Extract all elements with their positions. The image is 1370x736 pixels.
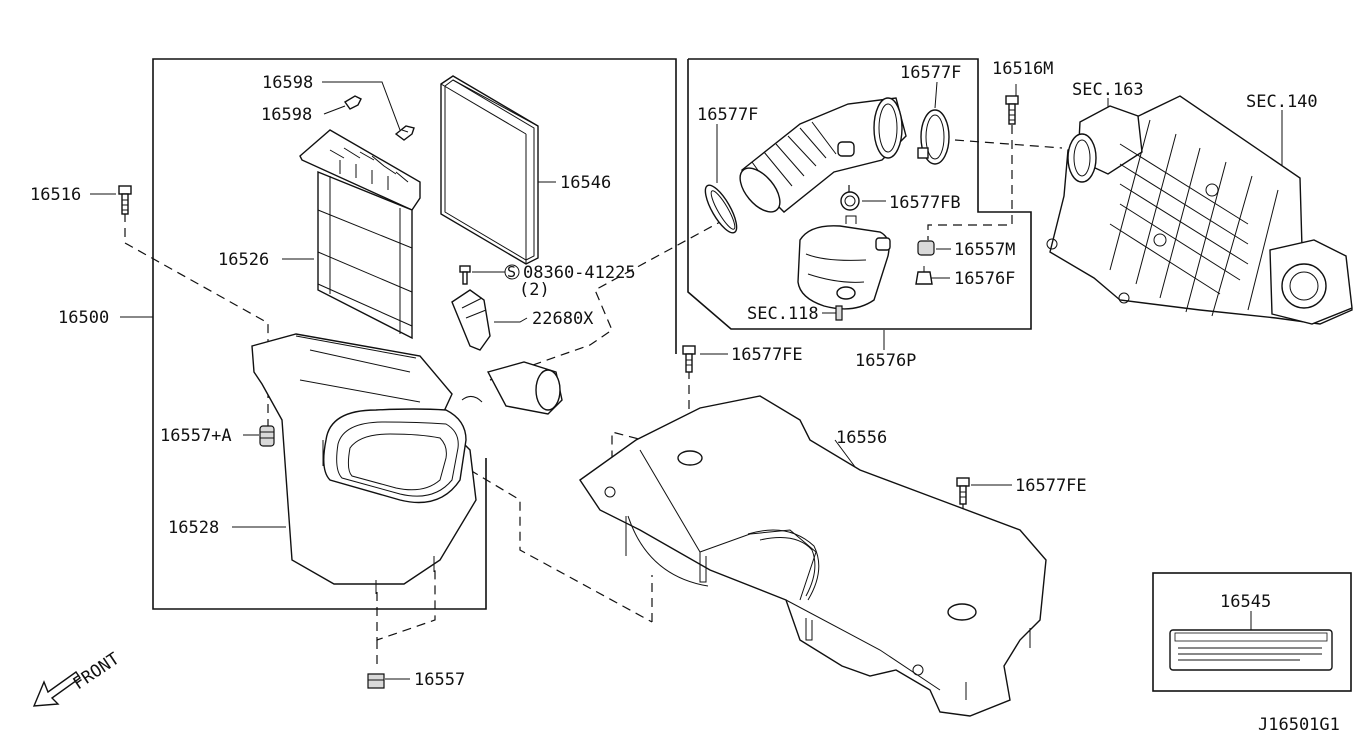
bolt-16516-icon — [118, 185, 132, 215]
callout-08360-prefix: S — [507, 263, 516, 281]
air-duct-bellows-icon — [739, 97, 907, 213]
callout-16557M: 16557M — [954, 240, 1015, 260]
mass-air-flow-sensor-22680X-icon — [451, 289, 491, 351]
air-filter-element-16546-icon — [440, 75, 539, 265]
callout-16546: 16546 — [560, 173, 611, 193]
clip-16598-lower-icon — [343, 95, 362, 110]
screw-08360-icon — [459, 265, 471, 285]
callout-16545: 16545 — [1220, 592, 1271, 612]
callout-16516: 16516 — [30, 185, 81, 205]
air-duct-group-frame — [687, 58, 1032, 330]
hose-clamp-16577F-left-icon — [704, 184, 738, 234]
callout-16557A: 16557+A — [160, 426, 232, 446]
clip-16598-upper-icon — [394, 125, 415, 141]
callout-16576F: 16576F — [954, 269, 1015, 289]
grommet-16557-icon — [367, 673, 385, 689]
grommet-16557M-icon — [917, 240, 935, 256]
callout-sec140: SEC.140 — [1246, 92, 1318, 112]
bolt-16577FE-lower-icon — [956, 477, 970, 505]
screw-symbol-circle-icon — [504, 264, 520, 280]
front-label: FRONT — [70, 649, 124, 694]
clamp-16577FB-icon — [840, 191, 860, 211]
callout-16598-lower: 16598 — [261, 105, 312, 125]
hose-clamp-16577F-right-icon — [917, 109, 950, 165]
callout-08360-qty: (2) — [519, 280, 550, 300]
callout-08360: 08360-41225 — [523, 263, 636, 283]
callout-16528: 16528 — [168, 518, 219, 538]
resonator-16576P-icon — [797, 215, 891, 321]
front-arrow-icon — [32, 671, 81, 707]
callout-16556: 16556 — [836, 428, 887, 448]
clip-16576F-icon — [915, 266, 933, 285]
callout-sec118: SEC.118 — [747, 304, 819, 324]
callout-16526: 16526 — [218, 250, 269, 270]
air-cleaner-cover-16526-icon — [299, 129, 421, 340]
caution-label-16545-icon — [1169, 629, 1333, 671]
bolt-16516M-icon — [1005, 95, 1019, 125]
under-cover-16556-icon — [579, 395, 1047, 717]
inlet-tube-icon — [461, 361, 563, 415]
callout-16577F-right: 16577F — [900, 63, 961, 83]
diagram-code: J16501G1 — [1258, 715, 1340, 735]
air-cleaner-group-frame — [152, 58, 677, 610]
callout-16576P: 16576P — [855, 351, 916, 371]
grommet-16557A-icon — [259, 425, 275, 447]
callout-16516M: 16516M — [992, 59, 1053, 79]
intake-manifold-assembly-icon — [1046, 95, 1353, 325]
bolt-16577FE-upper-icon — [682, 345, 696, 373]
callout-16598-upper: 16598 — [262, 73, 313, 93]
label-plate-frame — [1152, 572, 1352, 692]
callout-16577FE-upper: 16577FE — [731, 345, 803, 365]
callout-16577FB: 16577FB — [889, 193, 961, 213]
callout-16577FE-lower: 16577FE — [1015, 476, 1087, 496]
air-cleaner-lower-case-16528-icon — [251, 333, 477, 594]
callout-16577F-left: 16577F — [697, 105, 758, 125]
callout-sec163: SEC.163 — [1072, 80, 1144, 100]
callout-22680X: 22680X — [532, 309, 594, 329]
callout-16500: 16500 — [58, 308, 109, 328]
callout-16557: 16557 — [414, 670, 465, 690]
